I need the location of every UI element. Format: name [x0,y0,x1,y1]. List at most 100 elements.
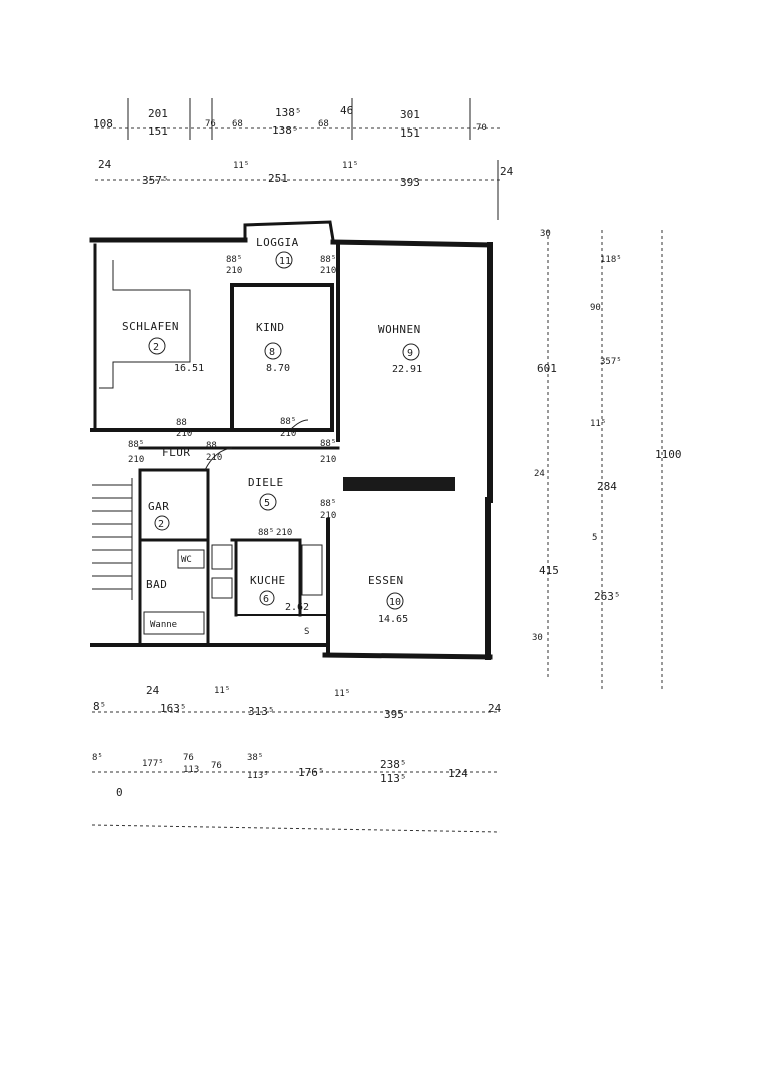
room-label-gar: GAR [148,500,169,513]
dim-text: 70 [476,123,487,133]
dim-text: 8⁵ [92,753,103,763]
room-label-wc: WC [181,555,192,565]
dim-text: 113 [183,765,199,775]
dim-text: 0 [116,786,123,799]
wall-kind [230,283,334,432]
room-area-wohnen: 22.91 [392,364,422,375]
dim-text: 176⁵ [298,766,325,779]
room-number-wohnen: 9 [407,348,413,359]
room-label-flur: FLUR [162,446,191,459]
door-dim: 210 [276,528,292,538]
dim-text: 76 [183,753,194,763]
door-dim: 210 [176,429,192,439]
stove-fixture [211,577,233,599]
room-number-kuche: 6 [263,594,269,605]
wall-bottom-right [322,652,493,660]
room-number-loggia: 11 [279,256,291,267]
dim-text: 301 [400,108,420,121]
room-labels: LOGGIA 11 SCHLAFEN 2 16.51 KIND 8 8.70 W… [122,236,422,637]
room-area-schlafen: 16.51 [174,363,204,374]
walls [89,220,493,660]
wall-wohnen-essen [343,477,455,491]
dim-text: 108 [93,117,113,130]
room-label-s: S [304,627,309,637]
door-dim: 88⁵ [258,528,274,538]
dim-text: 124 [448,767,468,780]
dim-text: 11⁵ [214,686,230,696]
room-label-loggia: LOGGIA [256,236,299,249]
dim-text: 5 [592,533,597,543]
room-label-kuche: KUCHE [250,574,286,587]
room-number-circle [386,592,404,610]
room-area-essen: 14.65 [378,614,408,625]
dim-text: 24 [488,702,502,715]
dim-text: 30 [532,633,543,643]
dim-text: 113⁵ [380,772,407,785]
dim-text: 138⁵ [272,124,299,137]
room-number-essen: 10 [389,597,401,608]
door-dim: 88⁵ [128,440,144,450]
wall-top-right [330,239,493,248]
door-dim: 88 [206,441,217,451]
room-number-circle [402,343,420,361]
room-number-circle [259,493,277,511]
room-number-gar: 2 [158,519,164,530]
dim-text: 11⁵ [342,161,358,171]
loggia-outline [243,220,335,242]
kuche-counter [301,544,323,596]
door-swing [289,419,309,431]
dim-text: 238⁵ [380,758,407,771]
dim-text: 393 [400,176,420,189]
dim-text: 415 [539,564,559,577]
door-dim: 210 [280,429,296,439]
room-number-schlafen: 2 [153,342,159,353]
door-dim: 88⁵ [320,255,336,265]
bottom-dimensions: 8⁵ 24 163⁵ 11⁵ 313⁵ 11⁵ 395 24 8⁵ 177⁵ 7… [91,684,502,833]
staircase [92,478,133,600]
top-dimensions: 108 201 76 68 138⁵ 46 301 70 151 138⁵ 68… [93,98,514,220]
dim-text: 24 [98,158,112,171]
dim-text: 118⁵ [600,255,622,265]
room-number-circle [259,590,275,606]
dim-text: 395 [384,708,404,721]
room-label-diele: DIELE [248,476,284,489]
wc-fixture [177,549,205,569]
dim-text: 76 [205,119,216,129]
dim-text: 263⁵ [594,590,621,603]
dim-text: 357⁵ [142,174,169,187]
right-dimensions: 30 118⁵ 90 357⁵ 11⁵ 601 24 284 5 415 263… [532,229,682,690]
door-swing [204,447,233,471]
door-dim: 88⁵ [280,417,296,427]
room-label-bad: BAD [146,578,167,591]
dim-text: 138⁵ [275,106,302,119]
dim-text: 24 [500,165,514,178]
dim-text: 68 [318,119,329,129]
room-label-kind: KIND [256,321,285,334]
room-area-kuche: 2.62 [285,602,309,613]
room-label-wanne: Wanne [150,620,177,630]
room-number-circle [264,342,282,360]
door-dim: 210 [320,455,336,465]
dim-text: 177⁵ [142,759,164,769]
room-number-kind: 8 [269,347,275,358]
dim-text-total: 1100 [655,448,682,461]
sink-fixture [211,544,233,570]
dim-text: 38⁵ [247,753,263,763]
dim-text: 11⁵ [233,161,249,171]
dim-text: 201 [148,107,168,120]
room-number-circle [148,337,166,355]
dim-text: 24 [146,684,160,697]
schlafen-built-in [99,260,191,389]
dim-text: 357⁵ [600,357,622,367]
door-dimensions: 88⁵ 210 88⁵ 210 88 210 88⁵ 210 88 210 88… [128,255,336,538]
room-area-kind: 8.70 [266,363,290,374]
dim-text: 30 [540,229,551,239]
dim-text: 163⁵ [160,702,187,715]
room-label-schlafen: SCHLAFEN [122,320,179,333]
door-dim: 210 [206,453,222,463]
door-dim: 88⁵ [226,255,242,265]
room-label-essen: ESSEN [368,574,404,587]
dim-text: 151 [400,127,420,140]
